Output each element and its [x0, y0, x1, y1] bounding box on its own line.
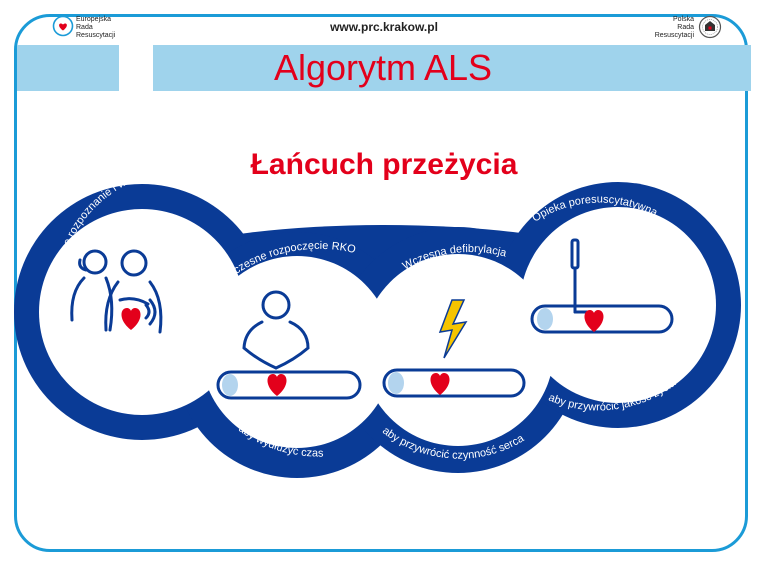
erc-name-line-1: Europejska: [76, 16, 112, 23]
link-2-illustration: [216, 290, 362, 400]
erc-logo-icon: [52, 15, 74, 37]
erc-org-name: Europejska Rada Resuscytacji: [76, 16, 115, 40]
link-3-heart-icon: [430, 373, 450, 395]
link-4-heart-icon: [584, 310, 604, 332]
prc-org-name: Polska Rada Resuscytacji: [655, 16, 694, 40]
link-3-patient-head: [388, 372, 404, 394]
prc-name-line-3: Resuscytacji: [654, 32, 694, 39]
link-1-inner: [39, 209, 245, 415]
prc-name-line-2: Rada: [677, 24, 694, 31]
slide-title: Algorytm ALS: [273, 47, 493, 88]
link-1-illustration: [70, 249, 163, 334]
lightning-bolt-icon: [438, 299, 468, 359]
website-url: www.prc.krakow.pl: [330, 20, 438, 34]
chain-heading: Łańcuch przeżycia: [250, 148, 518, 181]
link-4-patient-head: [537, 308, 553, 330]
link-4-illustration: [530, 238, 674, 334]
link-3-inner: [362, 254, 554, 446]
erc-name-line-2: Rada: [76, 24, 93, 31]
header-band-left: [17, 45, 119, 91]
erc-name-line-3: Resuscytacji: [76, 32, 116, 39]
prc-name-line-1: Polska: [672, 16, 694, 23]
link-2-heart-icon: [267, 374, 287, 396]
link-1-heart-icon: [121, 308, 141, 330]
title-band: [153, 45, 751, 91]
prc-seal-icon: [698, 15, 722, 39]
link-3-illustration: [382, 368, 526, 398]
link-2-patient-head: [222, 374, 238, 396]
slide-frame: [14, 14, 748, 552]
link-2-inner: [201, 256, 393, 448]
